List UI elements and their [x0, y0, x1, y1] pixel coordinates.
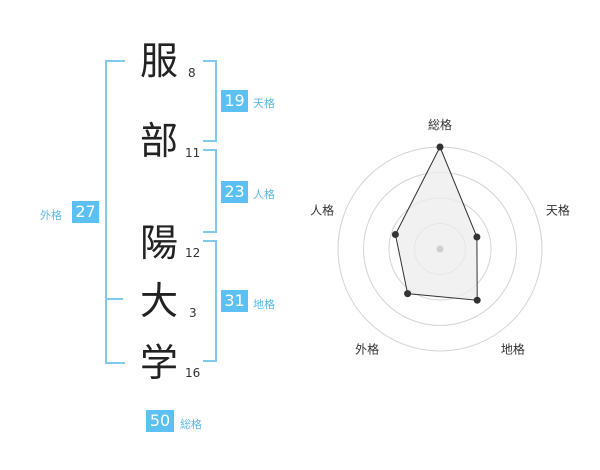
- stroke-count-4: 3: [189, 306, 197, 320]
- chikaku-bracket: [203, 240, 217, 362]
- chikaku-badge: 31: [221, 290, 248, 312]
- radar-point-4: [404, 290, 412, 298]
- stroke-count-1: 8: [188, 66, 196, 80]
- name-char-3: 陽: [140, 221, 179, 265]
- radar-center-dot: [436, 245, 444, 253]
- soukaku-badge: 50: [146, 410, 174, 432]
- radar-point-5: [391, 231, 399, 238]
- tenkaku-bracket: [203, 60, 217, 142]
- soukaku-label: 総格: [180, 418, 202, 431]
- jinkaku-bracket: [203, 149, 217, 233]
- radar-axis-label-4: 外格: [355, 341, 379, 356]
- chikaku-label: 地格: [253, 298, 275, 311]
- radar-axis-label-2: 天格: [546, 203, 570, 218]
- radar-points: [391, 143, 481, 304]
- radar-axis-label-3: 地格: [501, 341, 525, 356]
- name-char-4: 大: [140, 279, 179, 323]
- tenkaku-badge: 19: [221, 90, 248, 112]
- jinkaku-badge: 23: [221, 181, 248, 203]
- name-char-5: 学: [140, 341, 179, 385]
- gaikaku-badge: 27: [72, 201, 99, 223]
- tenkaku-label: 天格: [253, 97, 275, 110]
- name-char-1: 服: [140, 39, 179, 83]
- radar-axis-label-5: 人格: [310, 203, 334, 218]
- name-char-2: 部: [140, 119, 179, 163]
- stroke-count-2: 11: [185, 146, 201, 160]
- radar-polygon: [394, 145, 478, 301]
- radar-point-3: [473, 296, 481, 304]
- radar-point-1: [436, 143, 444, 151]
- radar-axis-label-1: 総格: [428, 117, 452, 132]
- jinkaku-label: 人格: [253, 188, 275, 201]
- stroke-count-3: 12: [185, 246, 201, 260]
- radar-point-2: [473, 233, 481, 241]
- gaikaku-label: 外格: [40, 209, 62, 222]
- outer-bracket-tick: [105, 298, 123, 300]
- stroke-count-5: 16: [185, 366, 201, 380]
- outer-bracket: [105, 60, 125, 364]
